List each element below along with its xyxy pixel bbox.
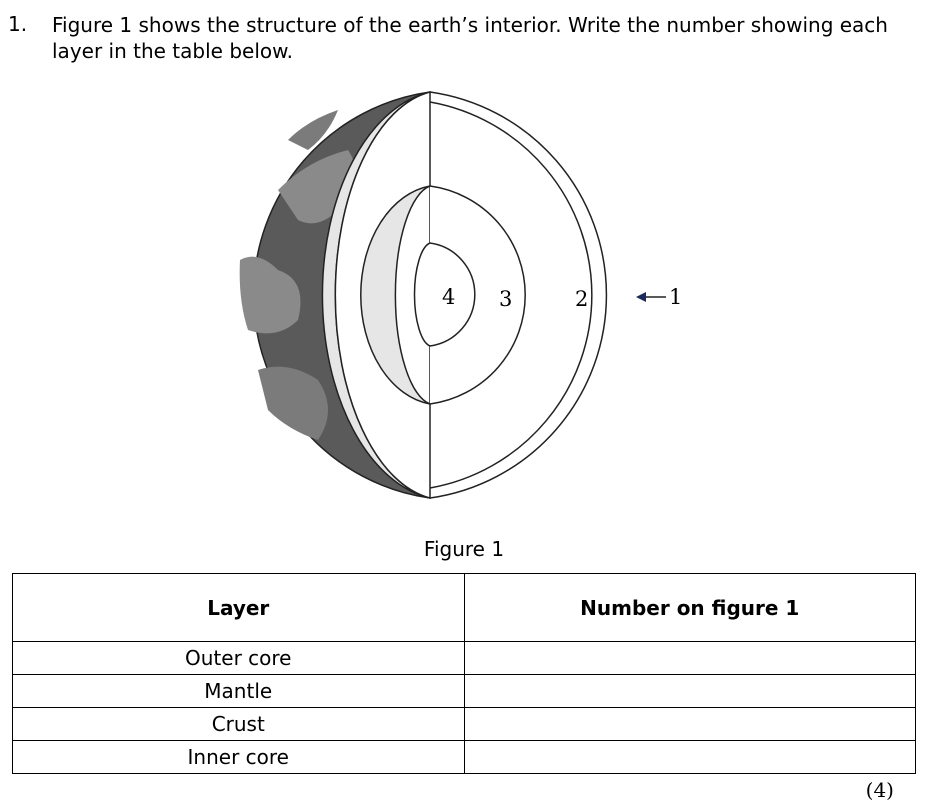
table-row: Outer core	[12, 641, 916, 675]
marks-allocation: (4)	[865, 778, 894, 802]
answer-cell[interactable]	[463, 707, 916, 741]
answer-cell[interactable]	[463, 674, 916, 708]
layer-cell: Inner core	[12, 740, 465, 774]
layer-cell: Outer core	[12, 641, 465, 675]
question-text: Figure 1 shows the structure of the eart…	[52, 13, 888, 63]
answer-cell[interactable]	[463, 641, 916, 675]
answer-cell[interactable]	[463, 740, 916, 774]
crust-ring	[429, 101, 593, 489]
question-number: 1.	[8, 12, 28, 36]
table-header-row: Layer Number on figure 1	[12, 573, 916, 642]
figure-caption: Figure 1	[423, 537, 505, 561]
inner-core-boundary	[429, 242, 476, 347]
layer-cell: Crust	[12, 707, 465, 741]
layer-cell: Mantle	[12, 674, 465, 708]
continent-patch	[288, 110, 338, 150]
layer-table: Layer Number on figure 1 Outer core Mant…	[12, 573, 916, 774]
continent-patch	[258, 366, 328, 440]
continent-patch	[239, 256, 301, 334]
inner-core-left-shading	[413, 242, 431, 347]
outer-core-boundary	[429, 185, 526, 405]
label-2: 2	[575, 287, 588, 311]
header-layer: Layer	[12, 573, 465, 642]
arrow-head	[636, 292, 646, 302]
label-4: 4	[442, 285, 455, 309]
header-number: Number on figure 1	[463, 573, 916, 642]
table-row: Crust	[12, 707, 916, 741]
outer-core-left-shading	[360, 185, 431, 405]
label-1: 1	[669, 285, 682, 309]
label-3: 3	[499, 287, 512, 311]
table-row: Inner core	[12, 740, 916, 774]
table-row: Mantle	[12, 674, 916, 708]
earth-structure-figure: 4 3 2 1	[239, 91, 682, 499]
